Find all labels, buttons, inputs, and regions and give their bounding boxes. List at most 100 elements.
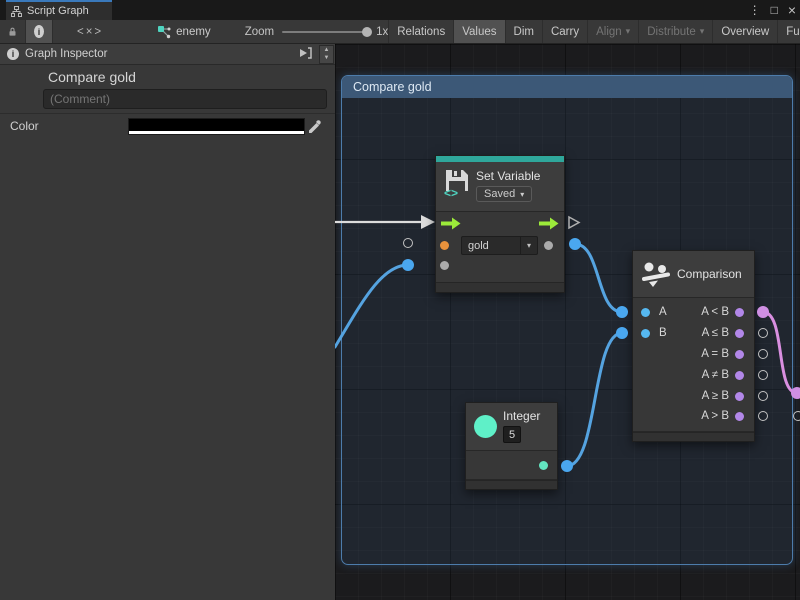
connected-port-blue[interactable] bbox=[402, 259, 414, 271]
set-variable-accent-bar bbox=[436, 156, 564, 162]
info-icon: i bbox=[7, 48, 19, 60]
connected-port-purple[interactable] bbox=[791, 387, 800, 399]
output-port-a-lte-b[interactable] bbox=[735, 329, 744, 338]
zoom-control: Zoom 1x bbox=[245, 20, 389, 43]
integer-icon bbox=[474, 415, 497, 438]
dropdown-arrow-icon: ▾ bbox=[520, 189, 525, 199]
maximize-icon[interactable]: □ bbox=[770, 3, 778, 17]
unconnected-port-ring[interactable] bbox=[403, 238, 413, 248]
color-swatch-alpha-bar bbox=[129, 131, 304, 134]
zoom-slider-handle[interactable] bbox=[362, 26, 373, 37]
inspector-toggle-button[interactable]: i bbox=[26, 20, 53, 43]
unconnected-port-ring[interactable] bbox=[793, 411, 800, 421]
output-label-a-gte-b: A ≥ B bbox=[701, 390, 729, 402]
group-header[interactable]: Compare gold bbox=[342, 76, 792, 98]
dock-panel-icon[interactable] bbox=[299, 47, 313, 59]
node-separator bbox=[466, 450, 557, 451]
close-icon[interactable]: × bbox=[787, 2, 796, 18]
comment-input[interactable] bbox=[43, 89, 327, 109]
toolbar-view-buttons: Relations Values Dim Carry Align ▾ Distr… bbox=[388, 20, 800, 43]
flow-input-port[interactable] bbox=[441, 217, 461, 230]
set-variable-title: Set Variable bbox=[476, 169, 541, 183]
variable-name-input-port[interactable] bbox=[440, 241, 449, 250]
zoom-value: 1x bbox=[376, 25, 389, 38]
toolbar-left-group: i <×> bbox=[0, 20, 111, 43]
variable-output-port[interactable] bbox=[544, 241, 553, 250]
more-menu-icon[interactable]: ⋮ bbox=[748, 3, 761, 17]
unconnected-port-ring[interactable] bbox=[758, 349, 768, 359]
connected-port-blue[interactable] bbox=[569, 238, 581, 250]
zoom-label: Zoom bbox=[244, 25, 275, 38]
dropdown-arrow-icon: ▾ bbox=[699, 26, 705, 36]
lock-icon bbox=[9, 27, 16, 36]
node-footer bbox=[466, 480, 557, 489]
graph-canvas[interactable]: Compare gold <> Set Variable Saved ▾ bbox=[335, 44, 800, 600]
group-title: Compare gold bbox=[353, 80, 432, 94]
graph-title-text: Compare gold bbox=[48, 69, 136, 85]
color-swatch[interactable] bbox=[128, 118, 305, 135]
connected-port-purple[interactable] bbox=[757, 306, 769, 318]
svg-text:<>: <> bbox=[444, 186, 458, 198]
fallback-input-port[interactable] bbox=[440, 261, 449, 270]
output-label-a-lt-b: A < B bbox=[701, 306, 729, 318]
dropdown-arrow-icon: ▾ bbox=[625, 26, 631, 36]
connected-port-blue[interactable] bbox=[616, 327, 628, 339]
zoom-slider[interactable] bbox=[282, 26, 373, 37]
integer-output-port[interactable] bbox=[539, 461, 548, 470]
spin-down-icon[interactable]: ▼ bbox=[323, 54, 330, 61]
output-label-a-lte-b: A ≤ B bbox=[701, 327, 729, 339]
output-port-a-gt-b[interactable] bbox=[735, 412, 744, 421]
set-variable-header[interactable]: <> Set Variable Saved ▾ bbox=[436, 162, 564, 211]
input-port-a[interactable] bbox=[641, 308, 650, 317]
node-separator bbox=[633, 297, 754, 298]
code-view-button[interactable]: <×> bbox=[77, 25, 104, 38]
fullscreen-button[interactable]: Full Screen bbox=[786, 25, 800, 38]
relations-button[interactable]: Relations bbox=[388, 20, 455, 43]
variable-kind-dropdown[interactable]: Saved ▾ bbox=[476, 186, 533, 202]
comparison-header[interactable]: Comparison bbox=[633, 251, 754, 297]
output-port-a-lt-b[interactable] bbox=[735, 308, 744, 317]
output-port-a-neq-b[interactable] bbox=[735, 371, 744, 380]
unconnected-flow-triangle[interactable] bbox=[567, 215, 581, 230]
script-graph-icon bbox=[11, 5, 22, 17]
color-swatch-value bbox=[129, 119, 304, 130]
dropdown-arrow-icon: ▾ bbox=[520, 237, 537, 254]
graph-reference[interactable]: enemy bbox=[157, 20, 211, 43]
tab-script-graph[interactable]: Script Graph bbox=[6, 0, 112, 20]
integer-title: Integer bbox=[503, 409, 541, 423]
node-set-variable[interactable]: <> Set Variable Saved ▾ gold ▾ bbox=[435, 155, 565, 293]
carry-button[interactable]: Carry bbox=[543, 20, 589, 43]
unconnected-port-ring[interactable] bbox=[758, 391, 768, 401]
node-integer[interactable]: Integer 5 bbox=[465, 402, 558, 490]
unconnected-port-ring[interactable] bbox=[758, 328, 768, 338]
integer-value-input[interactable]: 5 bbox=[503, 426, 521, 443]
output-port-a-gte-b[interactable] bbox=[735, 392, 744, 401]
unconnected-port-ring[interactable] bbox=[758, 411, 768, 421]
align-button[interactable]: Align ▾ bbox=[588, 20, 640, 43]
overview-button[interactable]: Overview bbox=[713, 20, 779, 43]
values-button[interactable]: Values bbox=[454, 20, 506, 43]
set-variable-icon: <> bbox=[444, 170, 468, 198]
graph-node-icon bbox=[158, 25, 171, 38]
unconnected-port-ring[interactable] bbox=[758, 370, 768, 380]
output-label-a-neq-b: A ≠ B bbox=[701, 369, 729, 381]
lock-button[interactable] bbox=[0, 20, 26, 43]
graph-name-label: enemy bbox=[176, 25, 211, 38]
eyedropper-button[interactable] bbox=[308, 117, 324, 135]
output-port-a-eq-b[interactable] bbox=[735, 350, 744, 359]
output-label-a-eq-b: A = B bbox=[701, 348, 729, 360]
integer-header[interactable]: Integer 5 bbox=[466, 403, 557, 450]
dim-button[interactable]: Dim bbox=[506, 20, 543, 43]
color-field-label: Color bbox=[10, 119, 39, 133]
connected-port-blue[interactable] bbox=[561, 460, 573, 472]
variable-name-dropdown[interactable]: gold ▾ bbox=[461, 236, 538, 255]
scroll-spinner[interactable]: ▲ ▼ bbox=[319, 45, 334, 64]
connected-port-blue[interactable] bbox=[616, 306, 628, 318]
tab-label: Script Graph bbox=[27, 5, 89, 17]
node-comparison[interactable]: Comparison A A < B B A ≤ B A = B A ≠ B A… bbox=[632, 250, 755, 442]
input-port-b[interactable] bbox=[641, 329, 650, 338]
distribute-button[interactable]: Distribute ▾ bbox=[639, 20, 714, 43]
flow-output-port[interactable] bbox=[539, 217, 559, 230]
inspector-divider bbox=[0, 113, 335, 114]
spin-up-icon[interactable]: ▲ bbox=[323, 47, 330, 54]
